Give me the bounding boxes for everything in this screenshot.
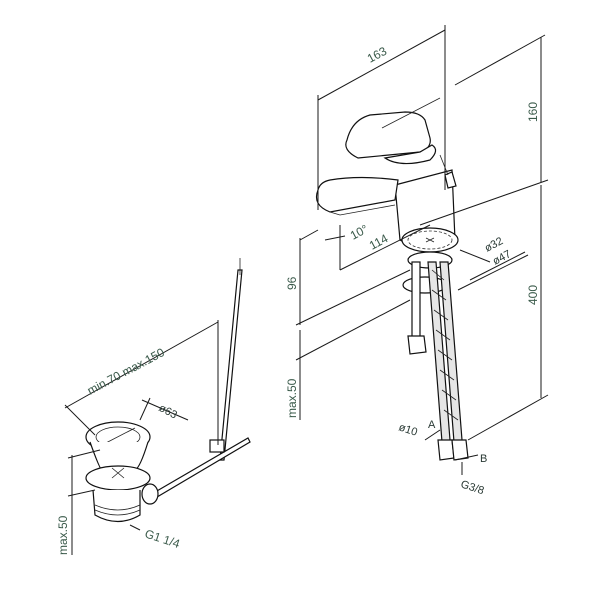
label-a: A: [428, 419, 436, 431]
drain-dimension-lines: [64, 320, 219, 555]
dim-d10: ø10: [397, 421, 419, 438]
dim-rod-distance: min.70 max.150: [85, 345, 167, 398]
dim-114: 114: [367, 231, 391, 252]
faucet-dimension-lines: [295, 25, 549, 475]
dim-max50-faucet: max.50: [285, 378, 299, 418]
thread-g38: G3/8: [459, 478, 485, 497]
thread-g114: G1 1/4: [143, 527, 182, 552]
faucet-illustration: [315, 97, 469, 461]
dim-160: 160: [526, 102, 540, 122]
dim-400: 400: [526, 285, 540, 305]
dim-d63: ø63: [157, 402, 179, 422]
dim-max50-drain: max.50: [56, 515, 70, 555]
drain-illustration: [85, 258, 251, 523]
label-b: B: [480, 453, 487, 465]
dim-96: 96: [285, 276, 299, 290]
